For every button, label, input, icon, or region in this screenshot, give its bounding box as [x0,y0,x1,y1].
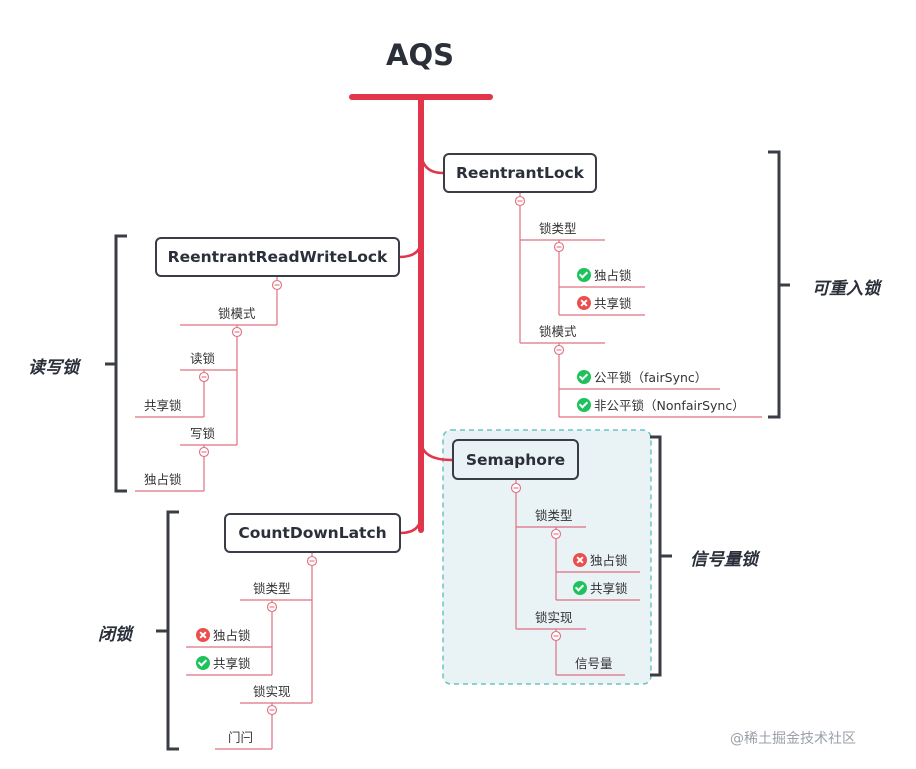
check-icon [577,268,591,282]
semaphore-region [442,429,652,685]
cdl-impl-item: 门闩 [228,730,254,745]
rw-write-exclusive-item: 独占锁 [144,472,182,487]
sem-impl-label: 锁实现 [535,610,573,625]
node-reentrant-read-write-lock[interactable]: ReentrantReadWriteLock [155,237,400,277]
rw-write-lock-label: 写锁 [190,426,216,441]
collapse-markers [198,195,565,716]
side-label-semaphore: 信号量锁 [690,550,758,570]
cdl-shared-item: 共享锁 [196,656,251,672]
cdl-exclusive-item: 独占锁 [196,628,251,644]
sem-impl-item: 信号量 [575,656,613,671]
side-label-latch: 闭锁 [98,625,132,645]
watermark: @稀土掘金技术社区 [730,731,856,747]
rl-exclusive-item: 独占锁 [577,268,632,284]
check-icon [577,398,591,412]
node-countdown-latch[interactable]: CountDownLatch [224,513,401,553]
rw-read-lock-label: 读锁 [190,351,216,366]
rl-lock-type-label: 锁类型 [539,221,577,236]
cross-icon [573,553,587,567]
branch-lines [135,193,762,750]
node-reentrant-lock[interactable]: ReentrantLock [443,153,597,193]
rw-lock-mode-label: 锁模式 [218,306,256,321]
side-label-reentrant: 可重入锁 [812,279,880,299]
cdl-lock-type-label: 锁类型 [253,581,291,596]
root-title: AQS [386,38,454,72]
rl-nonfair-item: 非公平锁（NonfairSync） [577,398,745,414]
node-semaphore[interactable]: Semaphore [452,439,579,480]
sem-lock-type-label: 锁类型 [535,508,573,523]
cross-icon [577,296,591,310]
check-icon [196,656,210,670]
sem-shared-item: 共享锁 [573,581,628,597]
side-brackets [105,150,790,751]
cdl-impl-label: 锁实现 [253,684,291,699]
sem-exclusive-item: 独占锁 [573,553,628,569]
cross-icon [196,628,210,642]
check-icon [577,370,591,384]
side-label-read-write: 读写锁 [28,358,79,378]
rw-read-shared-item: 共享锁 [144,398,182,413]
check-icon [573,581,587,595]
trunk [349,94,493,535]
rl-fair-item: 公平锁（fairSync） [577,370,707,386]
rl-shared-item: 共享锁 [577,296,632,312]
rl-lock-mode-label: 锁模式 [539,324,577,339]
